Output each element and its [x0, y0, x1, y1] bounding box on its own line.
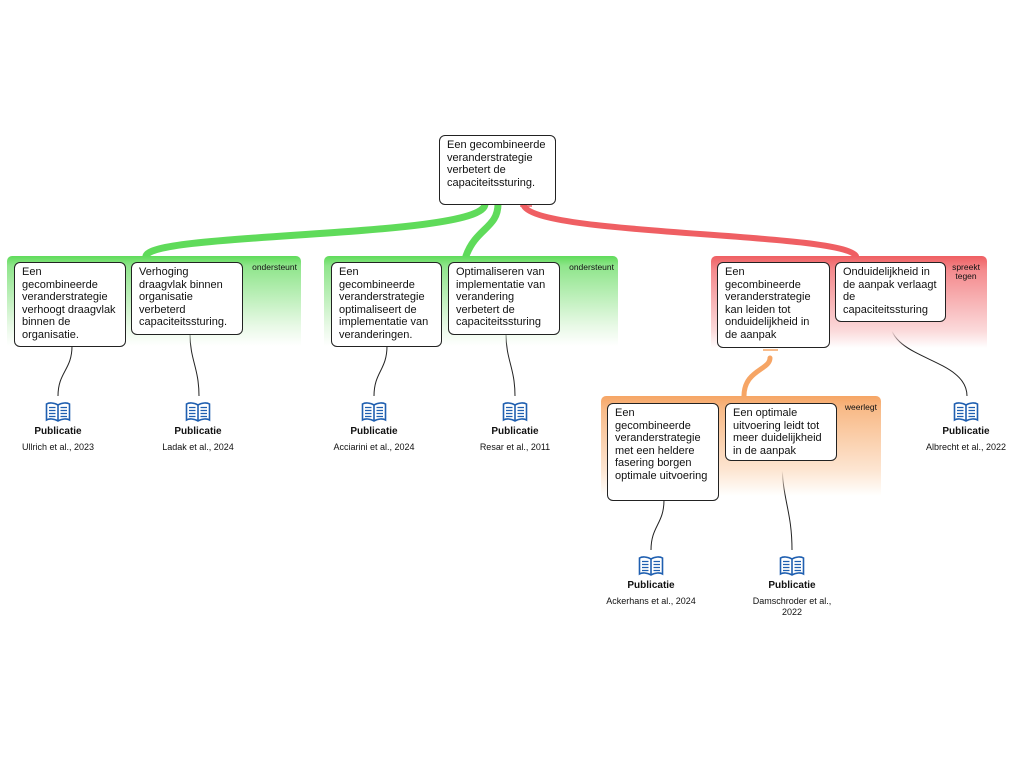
publication[interactable]: Publicatie Albrecht et al., 2022 [906, 401, 1024, 453]
node-text: Optimaliseren van implementatie van vera… [456, 266, 546, 329]
publication-title: Publicatie [768, 580, 816, 591]
open-book-icon [779, 556, 805, 576]
publication-title: Publicatie [34, 426, 82, 437]
node-text: Een gecombineerde veranderstrategie verb… [447, 139, 546, 189]
support-connector [462, 200, 502, 260]
group-label: ondersteunt [252, 262, 297, 272]
open-book-icon [45, 402, 71, 422]
publication-title: Publicatie [627, 580, 675, 591]
open-book-icon [361, 402, 387, 422]
publication-citation: Resar et al., 2011 [479, 442, 551, 452]
publication-title: Publicatie [350, 426, 398, 437]
publication-title: Publicatie [491, 426, 539, 437]
open-book-icon [185, 402, 211, 422]
publication[interactable]: Publicatie Ullrich et al., 2023 [0, 401, 118, 453]
claim-node[interactable]: Een optimale uitvoering leidt tot meer d… [725, 403, 837, 461]
publication-citation: Ladak et al., 2024 [162, 442, 234, 452]
node-text: Een gecombineerde veranderstrategie opti… [339, 266, 429, 341]
claim-node[interactable]: Een gecombineerde veranderstrategie met … [607, 403, 719, 501]
open-book-icon [953, 402, 979, 422]
node-text: Een gecombineerde veranderstrategie met … [615, 407, 708, 482]
node-text: Onduidelijkheid in de aanpak verlaagt de… [843, 266, 937, 316]
publication-citation: Albrecht et al., 2022 [925, 442, 1007, 452]
claim-node[interactable]: Verhoging draagvlak binnen organisatie v… [131, 262, 243, 335]
group-label: ondersteunt [569, 262, 614, 272]
publication-connector [650, 499, 665, 551]
node-text: Verhoging draagvlak binnen organisatie v… [139, 266, 228, 329]
claim-node[interactable]: Een gecombineerde veranderstrategie opti… [331, 262, 442, 347]
claim-node[interactable]: Optimaliseren van implementatie van vera… [448, 262, 560, 335]
claim-node[interactable]: Onduidelijkheid in de aanpak verlaagt de… [835, 262, 946, 322]
node-text: Een gecombineerde veranderstrategie kan … [725, 266, 811, 341]
node-text: Een gecombineerde veranderstrategie verh… [22, 266, 116, 341]
publication-title: Publicatie [174, 426, 222, 437]
publication-title: Publicatie [942, 426, 990, 437]
publication[interactable]: Publicatie Ackerhans et al., 2024 [591, 555, 711, 607]
publication-citation: Damschroder et al., 2022 [752, 596, 832, 617]
publication-connector [57, 345, 73, 397]
open-book-icon [638, 556, 664, 576]
group-label: weerlegt [844, 402, 877, 412]
support-connector [142, 200, 489, 260]
node-text: Een optimale uitvoering leidt tot meer d… [733, 407, 822, 457]
publication[interactable]: Publicatie Acciarini et al., 2024 [314, 401, 434, 453]
group-label: spreekt tegen [952, 262, 980, 281]
publication-citation: Ackerhans et al., 2024 [606, 596, 696, 606]
oppose-connector [521, 203, 859, 259]
rebut-connector [741, 355, 773, 399]
publication[interactable]: Publicatie Damschroder et al., 2022 [732, 555, 852, 617]
open-book-icon [502, 402, 528, 422]
claim-node[interactable]: Een gecombineerde veranderstrategie verh… [14, 262, 126, 347]
publication-citation: Acciarini et al., 2024 [333, 442, 415, 452]
publication-citation: Ullrich et al., 2023 [21, 442, 95, 452]
claim-node[interactable]: Een gecombineerde veranderstrategie kan … [717, 262, 830, 348]
publication[interactable]: Publicatie Ladak et al., 2024 [138, 401, 258, 453]
root-claim-node[interactable]: Een gecombineerde veranderstrategie verb… [439, 135, 556, 205]
publication[interactable]: Publicatie Resar et al., 2011 [455, 401, 575, 453]
publication-connector [373, 345, 388, 397]
